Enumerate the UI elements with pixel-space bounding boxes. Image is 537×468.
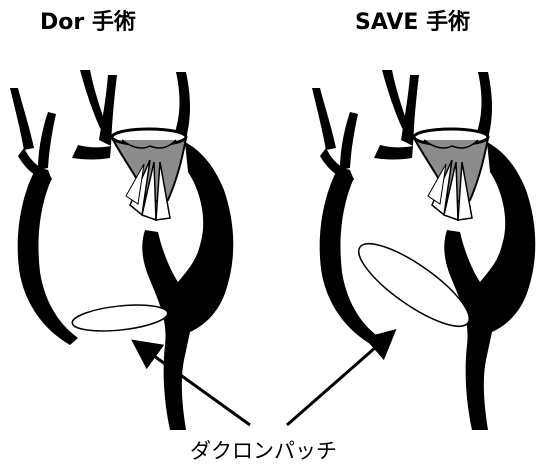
arrow-to-dor-patch xyxy=(136,343,250,425)
save-heart-illustration xyxy=(312,70,535,430)
dor-dacron-patch xyxy=(71,301,169,335)
arrow-to-save-patch xyxy=(287,333,392,425)
dor-title: Dor 手術 xyxy=(40,9,136,35)
dacron-patch-caption: ダクロンパッチ xyxy=(190,439,337,463)
save-title: SAVE 手術 xyxy=(355,9,470,35)
dor-heart-illustration xyxy=(10,70,233,430)
